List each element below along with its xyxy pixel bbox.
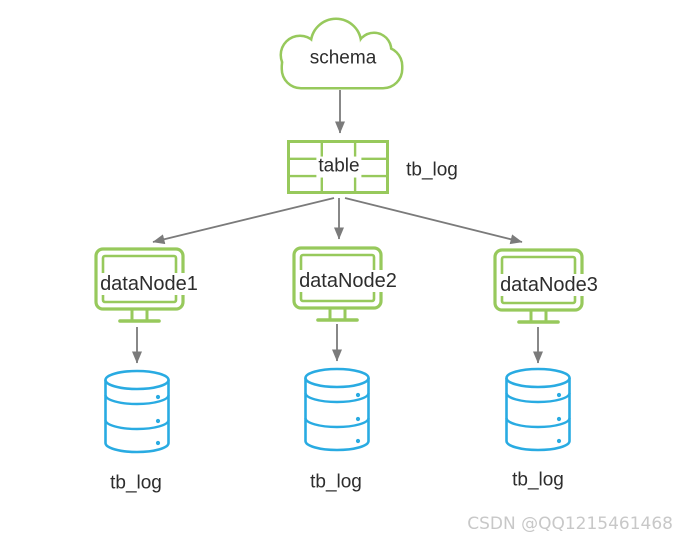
csdn-watermark: CSDN @QQ1215461468 <box>467 514 673 534</box>
arrow-table-to-datanode3 <box>344 197 523 245</box>
arrow-table-to-datanode1 <box>152 197 335 245</box>
schema-cloud-icon <box>279 17 404 90</box>
schema-label: schema <box>309 47 377 69</box>
database1-icon <box>104 369 170 454</box>
database2-label: tb_log <box>310 471 362 493</box>
table-name-label: tb_log <box>406 159 458 181</box>
database2-icon <box>304 367 370 452</box>
datanode1-label: dataNode1 <box>98 273 200 295</box>
datanode3-label: dataNode3 <box>498 274 600 296</box>
datanode2-label: dataNode2 <box>297 270 399 292</box>
database1-label: tb_log <box>110 472 162 494</box>
database3-icon <box>505 367 571 452</box>
table-label: table <box>316 155 362 178</box>
database3-label: tb_log <box>512 469 564 491</box>
